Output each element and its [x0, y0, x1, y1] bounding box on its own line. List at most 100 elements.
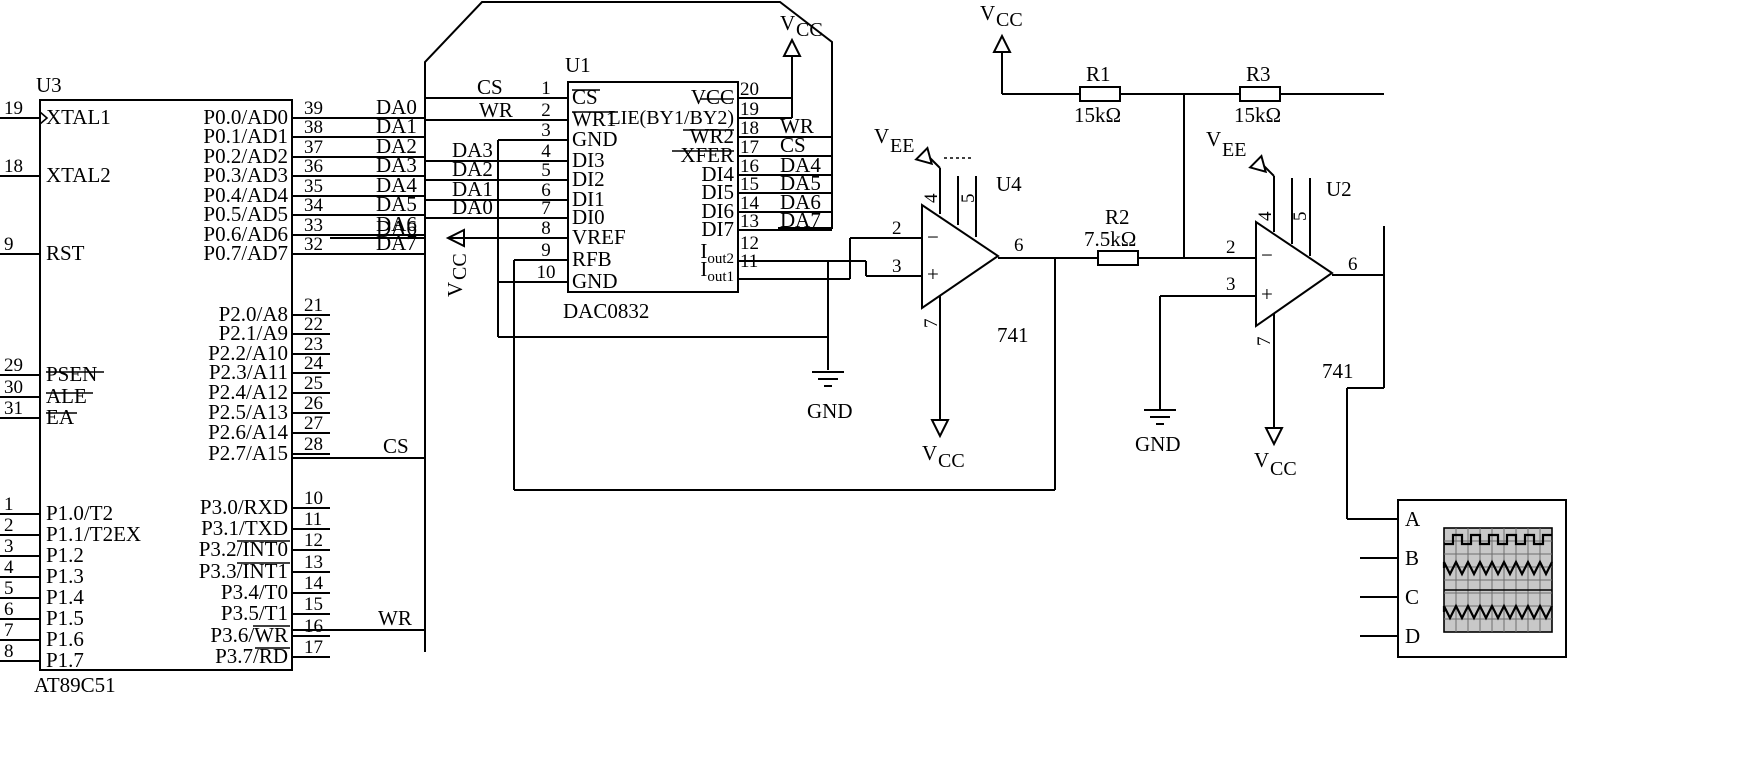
u3-pin-name: P2.0/A8 [219, 302, 288, 326]
u1-pin-number: 20 [740, 79, 759, 100]
opamp-u4: − + 2 3 6 4 5 V EE 7 V CC U4 741 [828, 124, 1098, 472]
da-net-label: DA2 [376, 134, 417, 158]
u4-vcc-v: V [922, 441, 937, 465]
u3-pin-number: 26 [304, 393, 323, 414]
data-bus: CS WR CS WR [292, 0, 833, 652]
u3-pin-name: P0.5/AD5 [203, 202, 288, 226]
dac-da-label: DA6 [376, 216, 417, 240]
u3-pin-number: 18 [4, 156, 23, 177]
u3-pin-name: P1.5 [46, 606, 84, 630]
u2-vee-stub [1263, 165, 1275, 177]
u3-pin-number: 39 [304, 98, 323, 119]
u2-vee-v: V [1206, 127, 1221, 151]
r2-body [1097, 250, 1139, 266]
u1-pin-number: 17 [740, 137, 759, 158]
dac-da-label: DA6 [780, 190, 821, 214]
cs-net-label: CS [477, 75, 503, 99]
r3-ref: R3 [1246, 62, 1271, 86]
u2-ref: U2 [1326, 177, 1352, 201]
dac-da-label: DA0 [452, 195, 493, 219]
r2-value: 7.5kΩ [1084, 227, 1136, 251]
u2-pin3: 3 [1226, 274, 1236, 295]
u3-pin-name: P3.7/RD [215, 644, 288, 668]
r1-ref: R1 [1086, 62, 1111, 86]
u4-minus: − [927, 225, 939, 249]
scope-body [1397, 499, 1567, 658]
u1-pin-number: 7 [541, 198, 551, 219]
u3-pin-number: 5 [4, 578, 14, 599]
clock-marker [39, 111, 49, 125]
r3-body [1239, 86, 1281, 102]
gnd1-label: GND [807, 399, 853, 423]
da-net-label: DA4 [376, 173, 417, 197]
u1-pin-name: DI5 [701, 180, 734, 204]
u1-pin-number: 16 [740, 156, 759, 177]
u1-part: DAC0832 [563, 299, 649, 323]
bus-line [424, 0, 833, 652]
u3-pin-name: P3.3/INT1 [199, 559, 288, 583]
u3-pin-name: P0.0/AD0 [203, 105, 288, 129]
u1-pin-name: DI1 [572, 187, 605, 211]
da-net-label: DA1 [376, 114, 417, 138]
da-net-label: DA5 [376, 192, 417, 216]
scope-channel-c: C [1405, 585, 1419, 609]
dac-da-label: DA7 [780, 208, 821, 232]
u3-pin-number: 17 [304, 637, 323, 658]
u2-pin7: 7 [1254, 337, 1275, 347]
u3-pin-name: RST [46, 241, 85, 265]
u3-pin-number: 10 [304, 488, 323, 509]
u3-body [39, 99, 293, 671]
u4-pin6: 6 [1014, 235, 1024, 256]
u3-pin-name: P0.6/AD6 [203, 222, 288, 246]
u3-pin-number: 28 [304, 434, 323, 455]
u2-pin6: 6 [1348, 254, 1358, 275]
u1-pin-name: DI4 [701, 162, 734, 186]
u1-pin-name: DI6 [701, 199, 734, 223]
u3-pin-name: P1.1/T2EX [46, 522, 141, 546]
u3-pin-name: P2.2/A10 [208, 341, 288, 365]
u3-ref: U3 [36, 73, 62, 97]
u2-vcc-arrow [1264, 427, 1284, 447]
u1-pin-name: Iout2 [700, 239, 734, 267]
u4-vcc-arrow [930, 419, 950, 439]
wr-u3-label: WR [378, 606, 412, 630]
u3-pin-number: 6 [4, 599, 14, 620]
u3-pin-number: 19 [4, 98, 23, 119]
u3-pin-number: 35 [304, 176, 323, 197]
u3-pin-number: 24 [304, 353, 324, 374]
u3-pin-number: 38 [304, 117, 323, 138]
u3-pin-name: P3.1/TXD [201, 516, 288, 540]
u3-pin-name: P1.0/T2 [46, 501, 113, 525]
u3-pin-name: EA [46, 405, 75, 429]
u3-pin-name: XTAL2 [46, 163, 111, 187]
u3-pin-number: 3 [4, 536, 14, 557]
u3-pin-name: P0.1/AD1 [203, 124, 288, 148]
u3-pin-name: P3.4/T0 [221, 580, 288, 604]
u4-vee-v: V [874, 124, 889, 148]
u3-pin-number: 25 [304, 373, 323, 394]
u3-pin-name: P3.5/T1 [221, 601, 288, 625]
dac-da-label: DA3 [452, 138, 493, 162]
vref-vcc-arrow [445, 228, 465, 248]
scope-trace-triangle [1442, 559, 1553, 577]
u3-pin-name: P2.3/A11 [209, 360, 288, 384]
wr-net-label: WR [479, 98, 513, 122]
u1-pin-name: VREF [572, 225, 626, 249]
dac-vcc-arrow [782, 37, 802, 57]
da-net-label: DA3 [376, 153, 417, 177]
u1-pin-number: 13 [740, 211, 759, 232]
u3-pin-name: ALE [46, 384, 87, 408]
u3-pin-number: 1 [4, 494, 14, 515]
u1-pin-name-main: I [700, 257, 707, 281]
u1-pin-number: 9 [541, 240, 551, 261]
u1-pin-name-sub: out1 [707, 269, 734, 285]
u3-pin-number: 15 [304, 594, 323, 615]
top-vcc-v: V [980, 1, 995, 25]
dac-vcc-v: V [780, 11, 795, 35]
r3-value: 15kΩ [1234, 103, 1281, 127]
u3-pin-name: P0.4/AD4 [203, 183, 288, 207]
u3-pin-number: 11 [304, 509, 322, 530]
u3-pin-number: 7 [4, 620, 14, 641]
